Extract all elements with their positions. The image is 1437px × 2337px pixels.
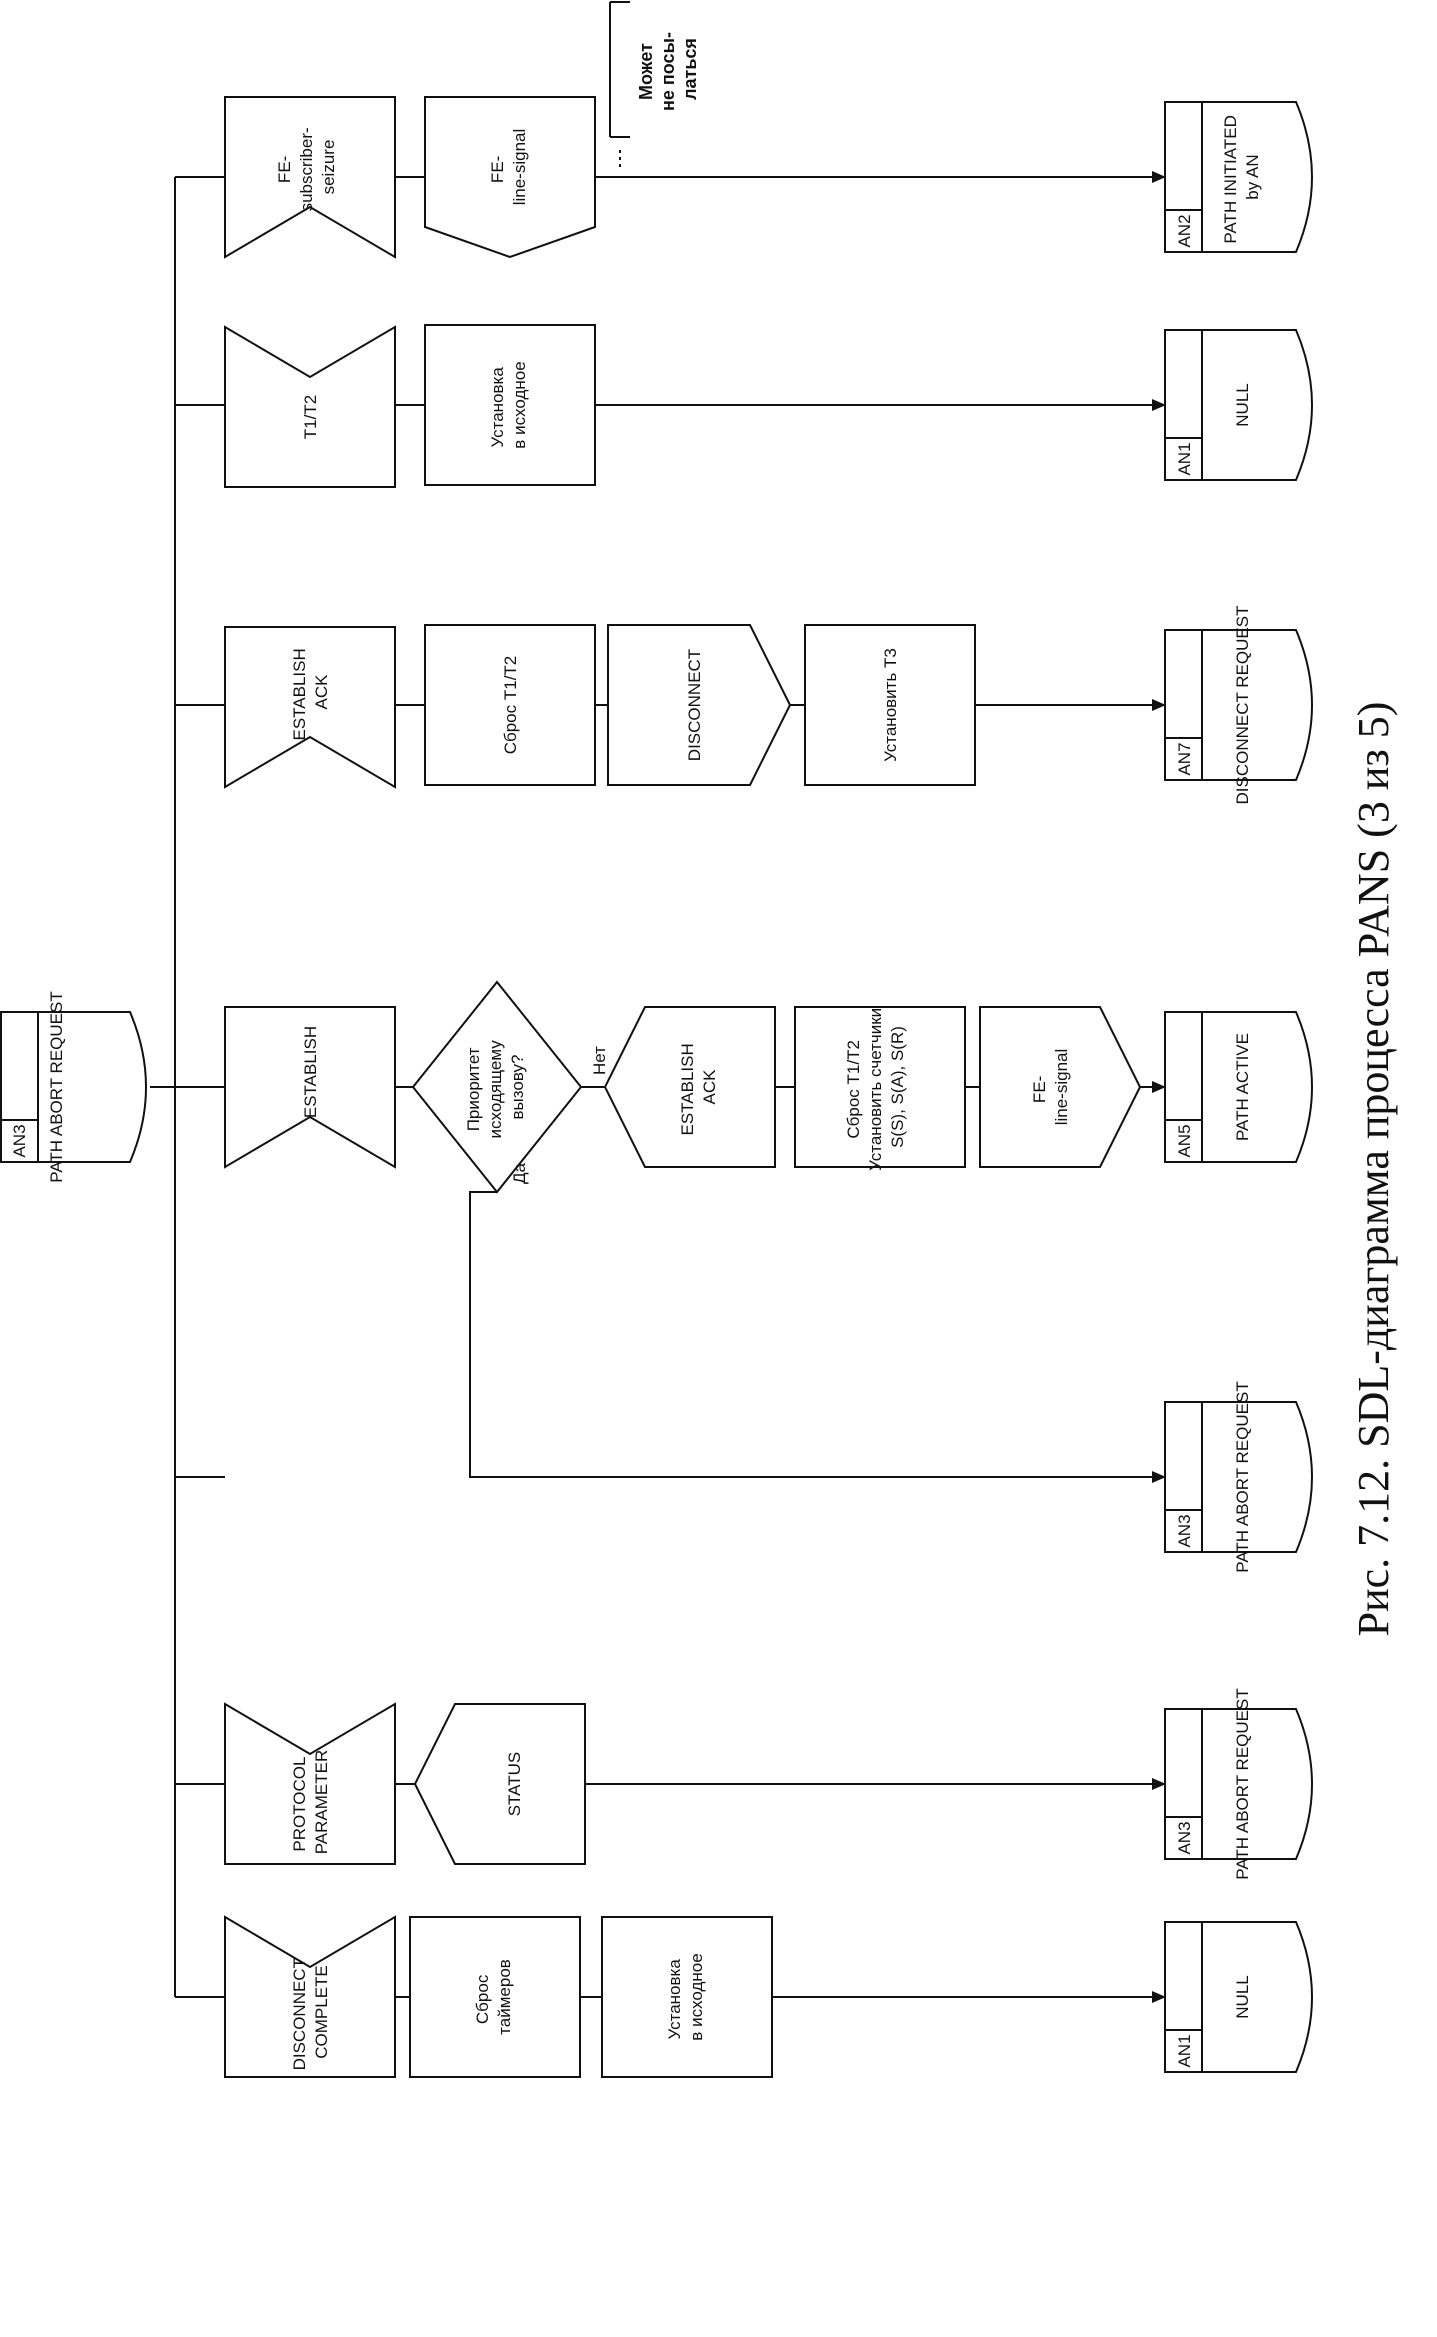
state-name: PATH ACTIVE [1233, 1033, 1252, 1141]
output-label: DISCONNECT [685, 649, 704, 761]
output-signal [413, 1703, 586, 1865]
state-code: AN2 [1175, 214, 1194, 247]
state-code: AN1 [1175, 442, 1194, 475]
output-signal [603, 1006, 776, 1168]
task-label: Установка в исходное [488, 361, 529, 448]
input-signal [224, 1915, 396, 2078]
state-name: PATH INITIATED by AN [1221, 110, 1262, 243]
state-code: AN3 [1175, 1821, 1194, 1854]
input-signal [224, 626, 396, 789]
output-signal [424, 96, 596, 259]
branch-disconnect-complete: DISCONNECT COMPLETE Сброс таймеров Устан… [224, 1915, 1313, 2078]
output-signal [979, 1006, 1142, 1168]
state-code: AN1 [1175, 2034, 1194, 2067]
arrowhead [1152, 1991, 1166, 2003]
output-label: FE- line-signal [488, 129, 529, 206]
input-label: DISCONNECT COMPLETE [290, 1954, 331, 2071]
note-text: Может не посы- латься [636, 27, 700, 111]
output-label: STATUS [505, 1752, 524, 1817]
input-label: PROTOCOL PARAMETER [290, 1750, 331, 1855]
task-label: Сброс T1/T2 [501, 656, 520, 755]
state-name: NULL [1233, 1975, 1252, 2018]
output-signal [607, 624, 792, 786]
task-label: Установить T3 [881, 648, 900, 762]
task-label: Установка в исходное [665, 1953, 706, 2040]
start-state-code: AN3 [10, 1124, 29, 1157]
input-label: FE- subscriber- seizure [275, 123, 338, 212]
input-signal [224, 1702, 396, 1865]
branch-t1-t2: T1/T2 Установка в исходное AN1 NULL [224, 324, 1313, 488]
state-code: AN3 [1175, 1514, 1194, 1547]
arrowhead [1152, 1081, 1166, 1093]
arrowhead [1152, 171, 1166, 183]
note-annotation: Может не посы- латься [609, 1, 700, 167]
state-code: AN5 [1175, 1124, 1194, 1157]
input-label: ESTABLISH ACK [290, 643, 331, 740]
output-label: ESTABLISH ACK [678, 1038, 719, 1135]
start-state-name: PATH ABORT REQUEST [47, 991, 66, 1182]
branch-fe-subscriber-seizure: FE- subscriber- seizure FE- line-signal … [224, 96, 1313, 259]
start-state: AN3 PATH ABORT REQUEST [0, 991, 147, 1183]
input-signal [224, 325, 396, 488]
decision-label: Приоритет исходящему вызову? [464, 1036, 527, 1139]
output-label: FE- line-signal [1030, 1049, 1071, 1126]
branch-establish: ESTABLISH Приоритет исходящему вызову? Д… [224, 980, 1313, 1478]
state-code: AN7 [1175, 742, 1194, 775]
arrowhead [1152, 399, 1166, 411]
arrowhead [1152, 1471, 1166, 1483]
no-label: Нет [590, 1046, 609, 1075]
yes-label: Да [510, 1162, 529, 1184]
figure-caption: Рис. 7.12. SDL-диаграмма процесса PANS (… [1349, 702, 1398, 1637]
state-name: NULL [1233, 383, 1252, 426]
input-label: ESTABLISH [301, 1026, 320, 1118]
branch-establish-ack: ESTABLISH ACK Сброс T1/T2 DISCONNECT Уст… [224, 606, 1313, 805]
task-label: Сброс T1/T2 Установить счетчики S(S), S(… [844, 1003, 907, 1171]
state-name: PATH ABORT REQUEST [1233, 1381, 1252, 1572]
arrowhead [1152, 1778, 1166, 1790]
branch-yes-target: AN3 PATH ABORT REQUEST [1152, 1381, 1313, 1573]
task-label: Сброс таймеров [473, 1959, 514, 2035]
state-name: DISCONNECT REQUEST [1233, 606, 1252, 805]
branch-protocol-parameter: PROTOCOL PARAMETER STATUS AN3 PATH ABORT… [224, 1688, 1313, 1880]
arrowhead [1152, 699, 1166, 711]
state-name: PATH ABORT REQUEST [1233, 1688, 1252, 1879]
input-label: T1/T2 [301, 395, 320, 439]
